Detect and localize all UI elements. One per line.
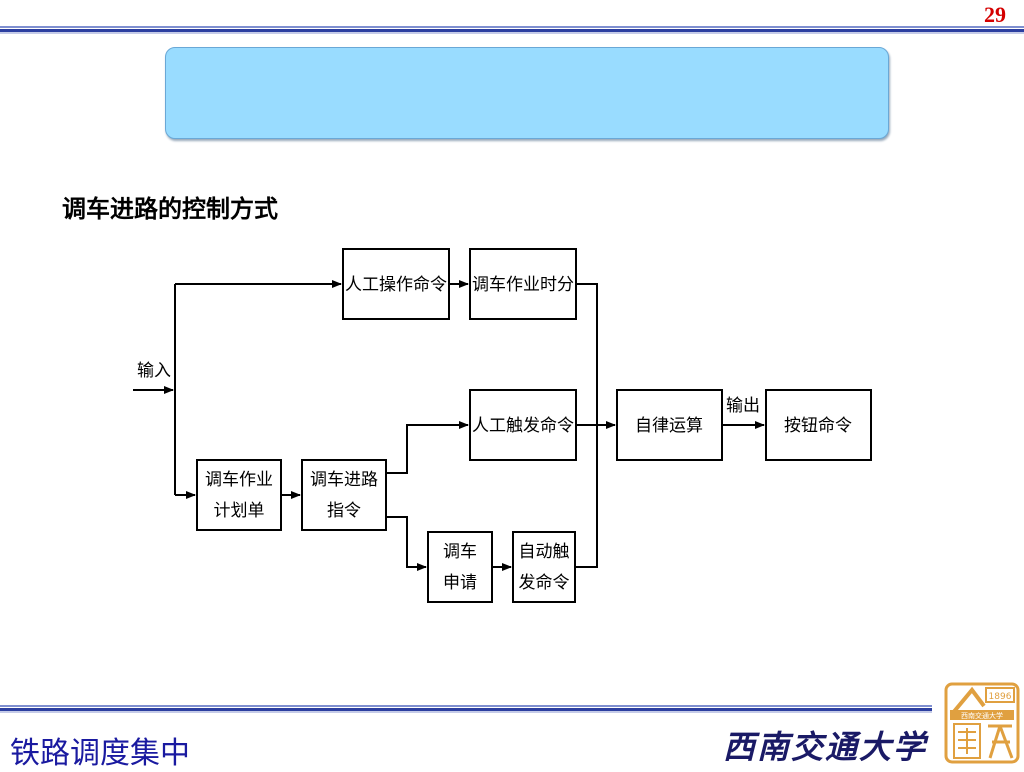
title-banner xyxy=(165,47,889,139)
node-auto-trigger xyxy=(512,531,576,603)
node-shunting-request xyxy=(427,531,493,603)
node-button-command xyxy=(765,389,872,461)
arrow-to-request xyxy=(386,516,427,571)
node-manual-command-label: 人工操作命令 xyxy=(345,275,447,295)
node-route-instruction-label-2: 指令 xyxy=(327,501,361,521)
page-number: 29 xyxy=(984,2,1006,27)
node-button-command-label: 按钮命令 xyxy=(784,416,852,436)
output-label: 输出 xyxy=(726,396,760,416)
node-shunting-request-label-2: 申请 xyxy=(443,573,477,593)
node-shunting-plan xyxy=(196,459,282,531)
node-manual-trigger-label: 人工触发命令 xyxy=(472,416,574,436)
node-boxes xyxy=(196,248,872,603)
node-route-instruction xyxy=(301,459,387,531)
logo-badge-band: 西南交通大学 xyxy=(961,711,1003,720)
shunting-time-bus xyxy=(576,283,598,425)
node-shunting-plan-label-1: 调车作业 xyxy=(205,470,273,490)
top-divider xyxy=(0,26,1024,34)
node-shunting-time xyxy=(469,248,577,320)
node-auto-compute xyxy=(616,389,723,461)
logo-badge-top: 1896 xyxy=(989,692,1012,702)
connector-lines xyxy=(133,280,765,571)
node-auto-trigger-label-2: 发命令 xyxy=(519,573,570,593)
node-shunting-request-label-1: 调车 xyxy=(443,542,477,562)
node-manual-command xyxy=(342,248,450,320)
bottom-divider xyxy=(0,705,932,713)
arrow-to-manual-trigger xyxy=(386,421,469,474)
node-labels: 人工操作命令 调车作业时分 人工触发命令 自律运算 按钮命令 调车作业 计划单 … xyxy=(137,275,852,593)
node-manual-trigger xyxy=(469,389,577,461)
node-route-instruction-label-1: 调车进路 xyxy=(310,470,378,490)
node-shunting-time-label: 调车作业时分 xyxy=(472,275,574,295)
node-shunting-plan-label-2: 计划单 xyxy=(214,501,265,521)
node-auto-trigger-label-1: 自动触 xyxy=(519,542,570,562)
course-title: 铁路调度集中 xyxy=(10,736,190,771)
input-label: 输入 xyxy=(137,361,171,381)
university-name: 西南交通大学 xyxy=(723,728,929,766)
university-logo: 1896 西南交通大学 xyxy=(944,682,1020,764)
node-auto-compute-label: 自律运算 xyxy=(635,416,703,436)
university-name-text: 西南交通大学 xyxy=(723,728,929,766)
section-heading: 调车进路的控制方式 xyxy=(62,195,278,223)
auto-trigger-bus xyxy=(575,425,598,568)
